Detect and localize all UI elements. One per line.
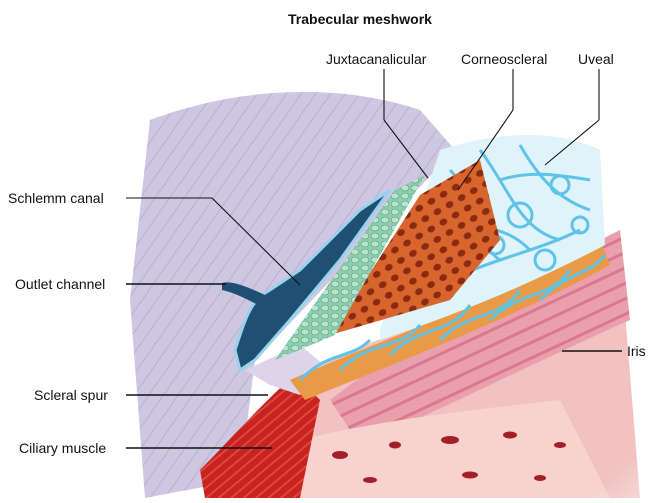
- label-outlet-channel: Outlet channel: [15, 276, 105, 292]
- label-schlemm-canal: Schlemm canal: [8, 190, 104, 206]
- diagram-title: Trabecular meshwork: [288, 11, 432, 27]
- label-corneoscleral: Corneoscleral: [461, 51, 547, 67]
- label-iris: Iris: [627, 343, 646, 359]
- label-juxtacanalicular: Juxtacanalicular: [326, 51, 426, 67]
- label-scleral-spur: Scleral spur: [34, 387, 108, 403]
- label-ciliary-muscle: Ciliary muscle: [19, 440, 106, 456]
- label-uveal: Uveal: [578, 51, 614, 67]
